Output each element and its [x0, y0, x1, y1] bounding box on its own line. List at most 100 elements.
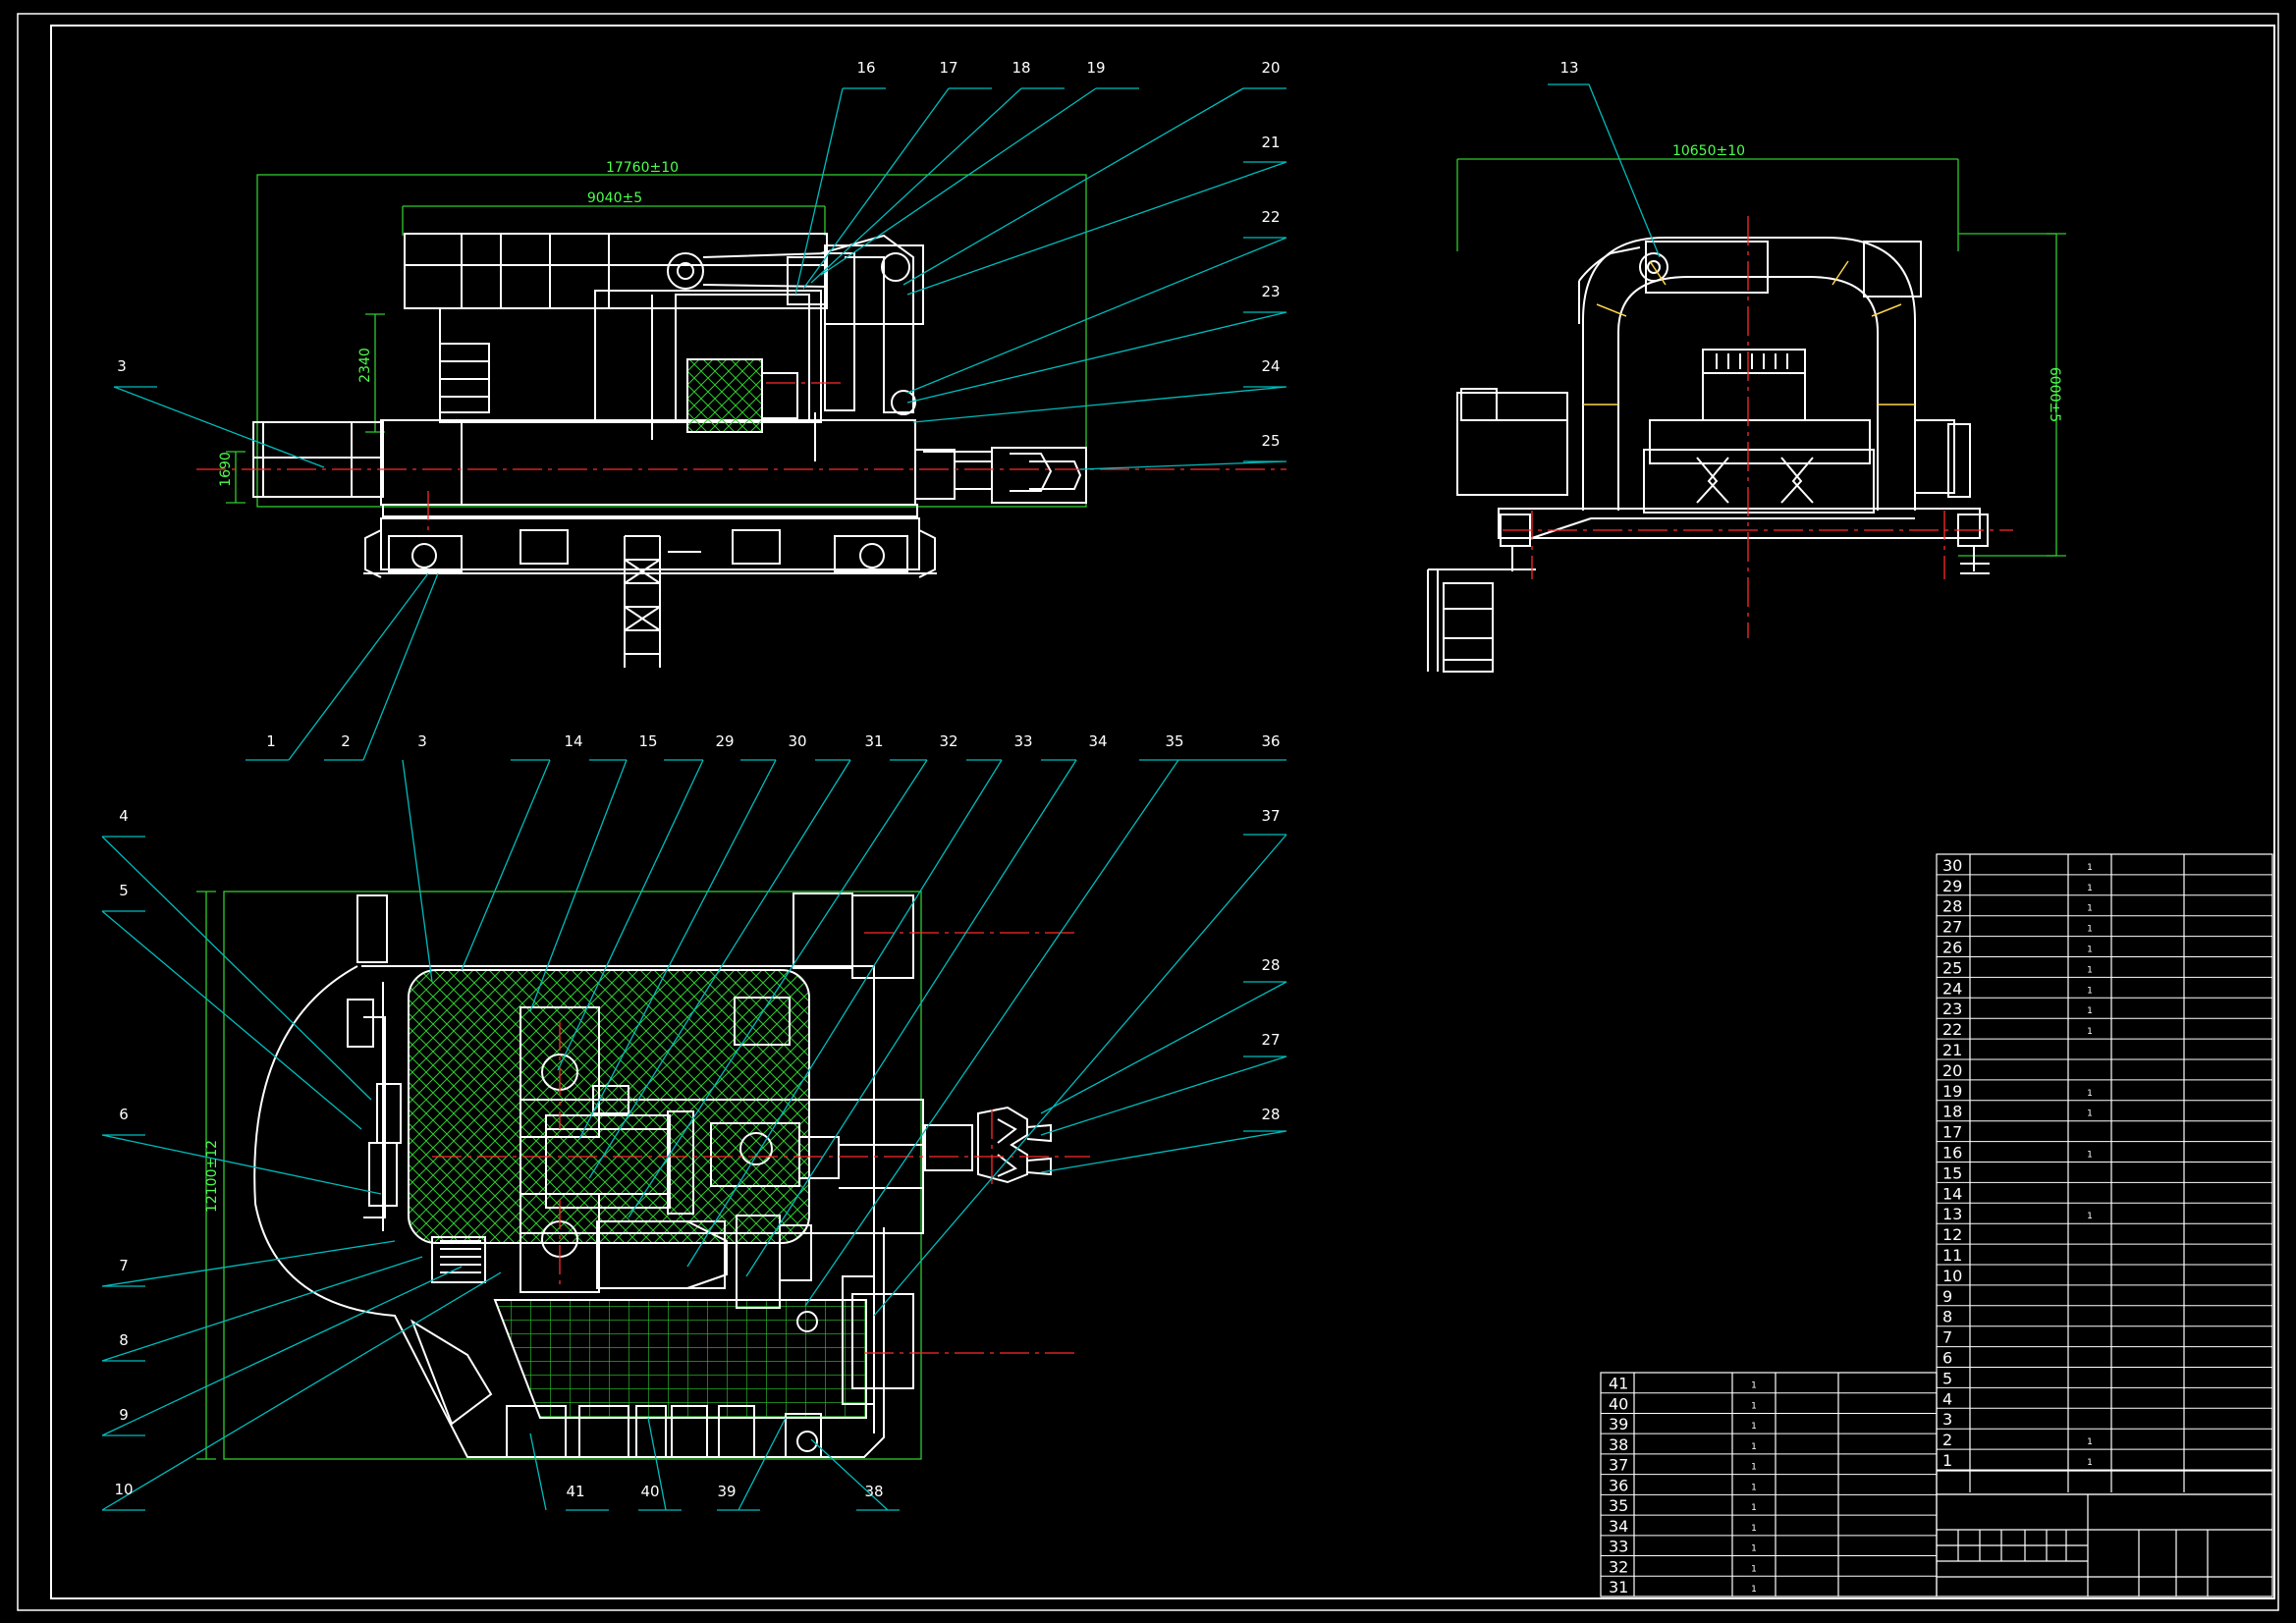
parts-row-number: 40	[1609, 1394, 1628, 1413]
parts-row-number: 36	[1609, 1476, 1628, 1494]
balloon-plan-10: 10	[114, 1481, 133, 1498]
parts-row-number: 27	[1942, 918, 1962, 937]
parts-row-qty: 1	[2087, 1089, 2093, 1099]
balloon-plan-39: 39	[717, 1483, 736, 1500]
parts-row-qty: 1	[2087, 986, 2093, 996]
parts-row-number: 12	[1942, 1225, 1962, 1244]
parts-row-number: 39	[1609, 1415, 1628, 1434]
balloon-plan-29: 29	[715, 732, 734, 750]
parts-row-qty: 1	[2087, 884, 2093, 893]
balloon-plan-9: 9	[119, 1406, 129, 1424]
outer-border	[17, 13, 2279, 1611]
parts-row-qty: 1	[2087, 946, 2093, 955]
parts-row-number: 14	[1942, 1184, 1962, 1203]
parts-list-left	[1600, 1372, 1938, 1597]
parts-row-number: 13	[1942, 1205, 1962, 1223]
balloon-side-21: 21	[1261, 134, 1280, 151]
balloon-side-1: 1	[266, 732, 276, 750]
balloon-side-24: 24	[1261, 357, 1280, 375]
parts-row-qty: 1	[1751, 1422, 1757, 1432]
balloon-plan-33: 33	[1013, 732, 1032, 750]
balloon-plan-4: 4	[119, 807, 129, 825]
balloon-plan-34: 34	[1088, 732, 1107, 750]
parts-row-qty: 1	[1751, 1463, 1757, 1473]
parts-row-number: 29	[1942, 877, 1962, 895]
parts-row-qty: 1	[1751, 1503, 1757, 1513]
parts-row-number: 28	[1942, 897, 1962, 916]
parts-row-qty: 1	[2087, 1109, 2093, 1119]
parts-row-number: 38	[1609, 1435, 1628, 1454]
parts-row-number: 26	[1942, 939, 1962, 957]
inner-border	[50, 25, 2275, 1599]
balloon-side-2: 2	[341, 732, 351, 750]
parts-row-qty: 1	[2087, 1212, 2093, 1221]
balloon-plan-5: 5	[119, 882, 129, 899]
dim-end-height: 6000±5	[2047, 367, 2062, 422]
parts-row-number: 30	[1942, 856, 1962, 875]
parts-row-number: 5	[1942, 1369, 1952, 1387]
balloon-plan-35: 35	[1165, 732, 1183, 750]
parts-row-qty: 1	[2087, 1151, 2093, 1161]
dim-height-lower: 1690	[218, 452, 234, 487]
dim-end-width: 10650±10	[1672, 143, 1745, 159]
balloon-plan-32: 32	[939, 732, 957, 750]
dim-track-length: 9040±5	[587, 190, 642, 206]
parts-row-number: 4	[1942, 1389, 1952, 1408]
title-block	[1936, 1493, 2273, 1597]
balloon-plan-3: 3	[417, 732, 427, 750]
parts-row-qty: 1	[1751, 1585, 1757, 1595]
parts-row-number: 9	[1942, 1287, 1952, 1306]
balloon-side-20: 20	[1261, 59, 1280, 77]
parts-row-number: 1	[1942, 1451, 1952, 1470]
dim-height-upper: 2340	[357, 348, 373, 383]
balloon-plan-r-28-3: 28	[1261, 1106, 1280, 1123]
balloon-plan-6: 6	[119, 1106, 129, 1123]
parts-row-number: 20	[1942, 1061, 1962, 1080]
side-view	[113, 87, 1287, 761]
balloon-side-3: 3	[117, 357, 127, 375]
parts-list-right	[1936, 853, 2273, 1495]
balloon-plan-8: 8	[119, 1331, 129, 1349]
parts-row-number: 21	[1942, 1041, 1962, 1059]
balloon-plan-38: 38	[864, 1483, 883, 1500]
parts-row-number: 11	[1942, 1246, 1962, 1265]
parts-row-number: 8	[1942, 1308, 1952, 1326]
balloon-plan-31: 31	[864, 732, 883, 750]
balloon-end-13: 13	[1559, 59, 1578, 77]
parts-row-qty: 1	[2087, 1006, 2093, 1016]
balloon-plan-r-28-1: 28	[1261, 956, 1280, 974]
parts-row-qty: 1	[1751, 1381, 1757, 1391]
parts-row-number: 3	[1942, 1410, 1952, 1429]
parts-row-number: 25	[1942, 958, 1962, 977]
parts-row-number: 23	[1942, 1000, 1962, 1018]
parts-row-number: 16	[1942, 1144, 1962, 1163]
balloon-plan-40: 40	[640, 1483, 659, 1500]
plan-view	[101, 759, 1287, 1511]
dim-overall-length: 17760±10	[606, 160, 679, 176]
parts-row-qty: 1	[1751, 1442, 1757, 1452]
balloon-side-19: 19	[1086, 59, 1105, 77]
parts-row-number: 22	[1942, 1020, 1962, 1039]
balloon-plan-30: 30	[788, 732, 806, 750]
parts-row-qty: 1	[1751, 1401, 1757, 1411]
parts-row-qty: 1	[2087, 1437, 2093, 1447]
balloon-plan-r-27-2: 27	[1261, 1031, 1280, 1049]
parts-row-number: 31	[1609, 1578, 1628, 1596]
parts-row-number: 37	[1609, 1456, 1628, 1475]
parts-row-number: 18	[1942, 1103, 1962, 1121]
parts-row-qty: 1	[1751, 1483, 1757, 1492]
parts-row-number: 7	[1942, 1328, 1952, 1347]
parts-row-qty: 1	[2087, 965, 2093, 975]
parts-row-qty: 1	[2087, 863, 2093, 873]
parts-row-qty: 1	[1751, 1544, 1757, 1554]
parts-row-number: 15	[1942, 1163, 1962, 1182]
balloon-plan-14: 14	[564, 732, 582, 750]
balloon-plan-41: 41	[566, 1483, 584, 1500]
balloon-plan-15: 15	[638, 732, 657, 750]
parts-row-qty: 1	[1751, 1524, 1757, 1534]
balloon-side-16: 16	[856, 59, 875, 77]
parts-row-number: 10	[1942, 1267, 1962, 1285]
